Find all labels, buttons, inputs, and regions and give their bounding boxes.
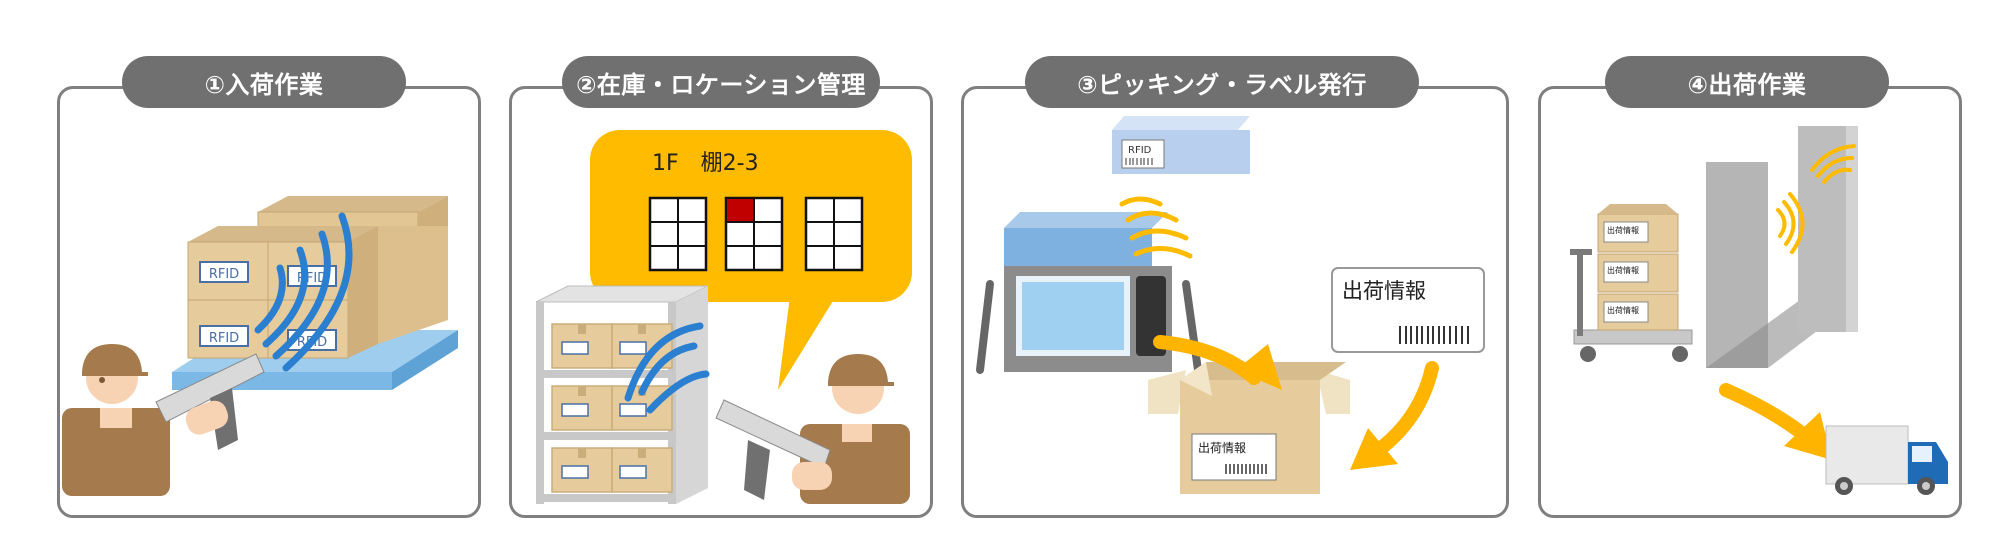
step3-title: ③ピッキング・ラベル発行	[1025, 56, 1419, 108]
gate-icon	[1706, 126, 1858, 368]
signal-waves-icon	[624, 322, 710, 414]
location-text: 1F 棚2-3	[652, 151, 759, 176]
rfid-tag-label: RFID	[1128, 145, 1152, 156]
signal-waves-icon	[254, 212, 353, 372]
shelf-icon	[535, 285, 709, 504]
cart-icon: 出荷情報 出荷情報 出荷情報	[1570, 204, 1693, 362]
box-label-text: 出荷情報	[1607, 265, 1639, 275]
signal-waves-icon	[1119, 196, 1193, 259]
arrow-icon	[1719, 383, 1832, 460]
rfid-tag-label: RFID	[209, 331, 239, 346]
step4-title: ④出荷作業	[1605, 56, 1889, 108]
reader-pc-icon	[976, 212, 1202, 374]
location-bubble: 1F 棚2-3	[590, 130, 912, 390]
truck-icon	[1825, 425, 1948, 495]
rfid-scanner-icon	[155, 353, 265, 450]
worker-icon	[62, 344, 170, 496]
step1-title: ①入荷作業	[122, 56, 406, 108]
shipping-label: 出荷情報	[1331, 267, 1485, 353]
box-label-text: 出荷情報	[1198, 441, 1246, 455]
step2-title: ②在庫・ロケーション管理	[562, 56, 880, 108]
signal-waves-icon	[1776, 144, 1856, 254]
rfid-scanner-icon	[715, 399, 832, 500]
arrow-icon	[1153, 335, 1282, 390]
printer-icon: RFID	[1112, 116, 1250, 174]
highlighted-cell	[727, 199, 754, 223]
box-label-text: 出荷情報	[1607, 225, 1639, 235]
pallet-boxes-icon: RFID RFID RFID RFID	[172, 196, 458, 390]
box-label-text: 出荷情報	[1607, 305, 1639, 315]
shipping-label-text: 出荷情報	[1342, 279, 1426, 303]
rfid-tag-label: RFID	[209, 267, 239, 282]
arrow-icon	[1350, 361, 1439, 470]
